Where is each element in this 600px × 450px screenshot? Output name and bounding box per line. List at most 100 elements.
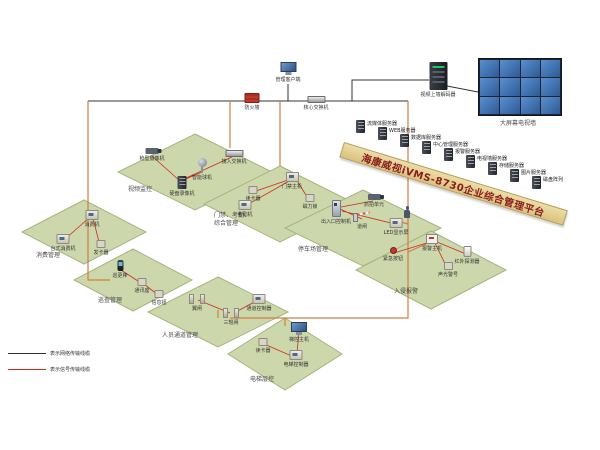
device-elevator-controller: 电梯控制器 — [283, 350, 309, 368]
card-issuer-icon — [96, 240, 106, 248]
flap-gate-icon — [189, 294, 205, 304]
device-attendance: 考勤机 — [237, 200, 253, 218]
device-label: 紧急按钮 — [382, 256, 404, 262]
monitor-icon — [279, 62, 296, 75]
device-card-reader: 读卡器 — [245, 186, 261, 202]
alarm-host-icon — [425, 234, 438, 244]
switch-icon — [306, 96, 325, 103]
bullet-camera-icon — [145, 148, 162, 154]
server-center-mgmt: 中心管理服务器 — [422, 141, 468, 154]
wall-screen — [480, 96, 500, 114]
device-speed-dome: 智能球机 — [192, 158, 212, 181]
device-label: 视频上墙解码器 — [420, 92, 456, 98]
device-label: 发卡器 — [93, 250, 109, 256]
server-icon — [400, 134, 409, 147]
pos-icon — [56, 234, 70, 244]
zone-plate-consume — [20, 199, 148, 265]
device-nvr: 硬盘录像机 — [169, 176, 195, 197]
device-ir-detector: 红外探测器 — [454, 246, 480, 265]
device-label: 管理客户端 — [275, 77, 301, 83]
attendance-icon — [238, 200, 252, 210]
device-label: 枪型摄像机 — [139, 156, 165, 162]
dome-camera-icon — [197, 158, 207, 173]
device-label: 道闸 — [356, 224, 367, 230]
led-screen-icon — [389, 218, 403, 228]
zone-title-elevator: 电梯层控 — [250, 376, 275, 383]
server-icon — [488, 162, 497, 175]
device-access-switch: 接入交换机 — [221, 150, 247, 165]
device-tripod-turnstile: 三辊闸 — [223, 308, 239, 326]
lock-icon — [305, 194, 315, 202]
server-tv-wall: 电视墙服务器 — [466, 155, 507, 168]
device-firewall: 防火墙 — [244, 93, 260, 111]
guard-person — [403, 206, 411, 219]
server-stream-media: 流媒体服务器 — [356, 120, 397, 133]
server-database: 数据库服务器 — [400, 134, 441, 147]
nvr-icon — [177, 176, 187, 189]
server-icon — [378, 127, 387, 140]
device-core-switch: 核心交换机 — [303, 96, 329, 111]
legend-label: 表示网络传输线缆 — [50, 351, 91, 357]
device-label: 智能球机 — [191, 175, 213, 181]
server-icon — [466, 155, 475, 168]
server-alarm: 报警服务器 — [444, 148, 480, 161]
device-label: 梯控主机 — [288, 337, 310, 343]
legend: 表示网络传输线缆 表示信号传输线缆 — [8, 350, 90, 382]
device-pos-terminal: 消费机 — [84, 210, 100, 228]
video-wall-label: 大屏幕电视墙 — [500, 120, 537, 127]
zone-title-alarm: 入侵报警 — [394, 288, 419, 295]
device-elevator-reader: 读卡器 — [255, 338, 271, 354]
server-picture: 图片服务器 — [510, 169, 546, 182]
wall-screen — [520, 60, 540, 78]
wall-screen — [540, 78, 560, 96]
server-icon — [532, 176, 541, 189]
server-storage: 存储服务器 — [488, 162, 524, 175]
wall-screen — [540, 60, 560, 78]
device-label: 核心交换机 — [303, 105, 329, 111]
device-barrier-gate: 道闸 — [353, 212, 371, 230]
device-label: 信息钮 — [151, 300, 167, 306]
device-flap-gate: 翼闸 — [189, 294, 205, 312]
device-label: 接入交换机 — [221, 159, 247, 165]
device-desktop-pos: 台式消费机 — [50, 234, 76, 252]
server-disk-array: 磁盘阵列 — [532, 176, 563, 189]
device-label: 声光警号 — [437, 272, 459, 278]
turnstile-icon — [223, 308, 239, 318]
device-label: 硬盘录像机 — [169, 191, 195, 197]
firewall-icon — [244, 93, 260, 103]
pos-icon — [85, 210, 99, 220]
device-label: 考勤机 — [237, 212, 253, 218]
patrol-stick-icon — [116, 260, 123, 271]
device-label: 报警主机 — [421, 246, 443, 252]
device-management-client: 管理客户端 — [275, 62, 301, 83]
wall-screen — [500, 96, 520, 114]
server-label: 存储服务器 — [499, 163, 525, 169]
device-card-issuer: 发卡器 — [93, 240, 109, 256]
device-panic-button: 紧急按钮 — [383, 247, 403, 262]
device-label: 磁力锁 — [302, 204, 318, 210]
zone-title-video: 视频监控 — [128, 186, 153, 193]
wall-screen — [520, 96, 540, 114]
siren-icon — [443, 262, 453, 270]
wall-screen — [480, 60, 500, 78]
device-label: 红外探测器 — [454, 259, 480, 265]
controller-icon — [252, 294, 266, 304]
device-label: 台式消费机 — [50, 246, 76, 252]
device-alarm-host: 报警主机 — [422, 234, 442, 252]
barrier-gate-icon — [353, 212, 371, 222]
zone-title-consume: 消费管理 — [36, 252, 61, 259]
zone-plate-elevator — [227, 317, 343, 391]
detector-icon — [462, 246, 471, 257]
dock-icon — [137, 278, 147, 286]
device-label: 出入口控制机 — [320, 219, 352, 225]
server-label: 磁盘阵列 — [543, 177, 564, 183]
zone-title-passage: 人员通道管理 — [162, 332, 199, 339]
legend-row-network: 表示网络传输线缆 — [8, 350, 90, 357]
zone-title-parking: 停车场管理 — [298, 246, 329, 253]
server-label: 图片服务器 — [521, 170, 547, 176]
panic-button-icon — [389, 247, 397, 254]
reader-icon — [248, 186, 258, 194]
device-label: 抓拍单元 — [363, 202, 385, 208]
